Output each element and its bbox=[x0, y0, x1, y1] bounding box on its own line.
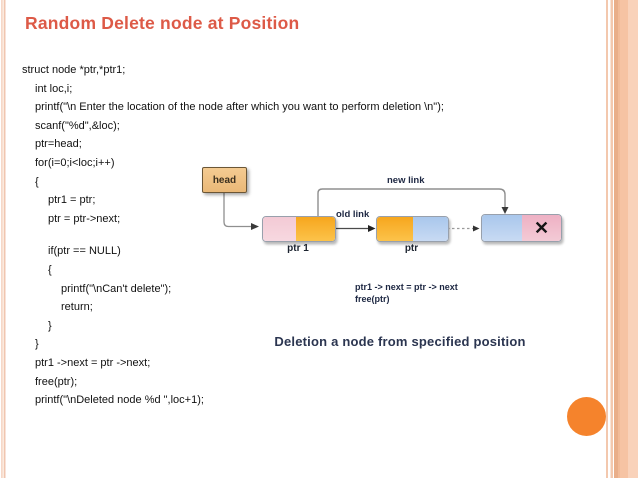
code-line: for(i=0;i<loc;i++) bbox=[35, 156, 115, 169]
code-line: printf("\nCan't delete"); bbox=[61, 282, 172, 295]
orange-accent-circle bbox=[567, 397, 606, 436]
old-link-label: old link bbox=[336, 209, 370, 220]
code-line: ptr = ptr->next; bbox=[48, 212, 121, 225]
connector-lines bbox=[223, 188, 509, 232]
list-node-deleted: ✕ bbox=[481, 214, 562, 242]
new-link-line bbox=[317, 188, 506, 216]
code-line: { bbox=[35, 175, 39, 188]
code-line: } bbox=[48, 319, 52, 332]
code-line: } bbox=[35, 338, 39, 351]
code-line: scanf("%d",&loc); bbox=[35, 119, 120, 132]
ptr1-label: ptr 1 bbox=[287, 243, 309, 254]
ptr-label: ptr bbox=[404, 243, 419, 254]
node-data-cell bbox=[482, 215, 522, 241]
code-line: ptr1 ->next = ptr ->next; bbox=[35, 356, 151, 369]
code-block: struct node *ptr,*ptr1; int loc,i; printf(… bbox=[22, 61, 582, 410]
node-pointer-cell bbox=[413, 217, 448, 241]
node-data-cell bbox=[377, 217, 413, 241]
node-data-cell bbox=[263, 217, 296, 241]
new-link-label: new link bbox=[387, 175, 425, 186]
head-label: head bbox=[212, 174, 237, 186]
delete-x-mark: ✕ bbox=[522, 215, 561, 241]
head-pointer-arrowhead bbox=[251, 223, 259, 230]
code-line: printf("\n Enter the location of the nod… bbox=[35, 101, 444, 114]
list-node-ptr bbox=[376, 216, 449, 242]
code-line: ptr1 = ptr; bbox=[48, 194, 96, 207]
list-node-ptr1 bbox=[262, 216, 336, 242]
head-node-box: head bbox=[202, 167, 247, 193]
diagram-op-line: ptr1 -> next = ptr -> next bbox=[355, 282, 458, 292]
code-line: return; bbox=[61, 301, 93, 314]
right-border-stripe bbox=[604, 0, 638, 478]
code-line: int loc,i; bbox=[35, 82, 73, 95]
code-line: free(ptr); bbox=[35, 375, 78, 388]
head-pointer-line bbox=[223, 191, 251, 228]
code-line: printf("\nDeleted node %d ",loc+1); bbox=[35, 394, 204, 407]
slide-title: Random Delete node at Position bbox=[25, 13, 300, 33]
old-link-arrowhead bbox=[368, 225, 376, 232]
node-pointer-cell bbox=[296, 217, 335, 241]
diagram-op-line: free(ptr) bbox=[355, 294, 390, 304]
code-line: { bbox=[48, 263, 52, 276]
left-border-stripe bbox=[0, 0, 7, 478]
dotted-link-arrowhead bbox=[473, 225, 480, 232]
code-line: if(ptr == NULL) bbox=[48, 245, 121, 258]
code-line: struct node *ptr,*ptr1; bbox=[22, 64, 126, 76]
new-link-arrowhead bbox=[501, 207, 509, 214]
code-line: ptr=head; bbox=[35, 138, 82, 151]
diagram-caption: Deletion a node from specified position bbox=[274, 334, 526, 349]
